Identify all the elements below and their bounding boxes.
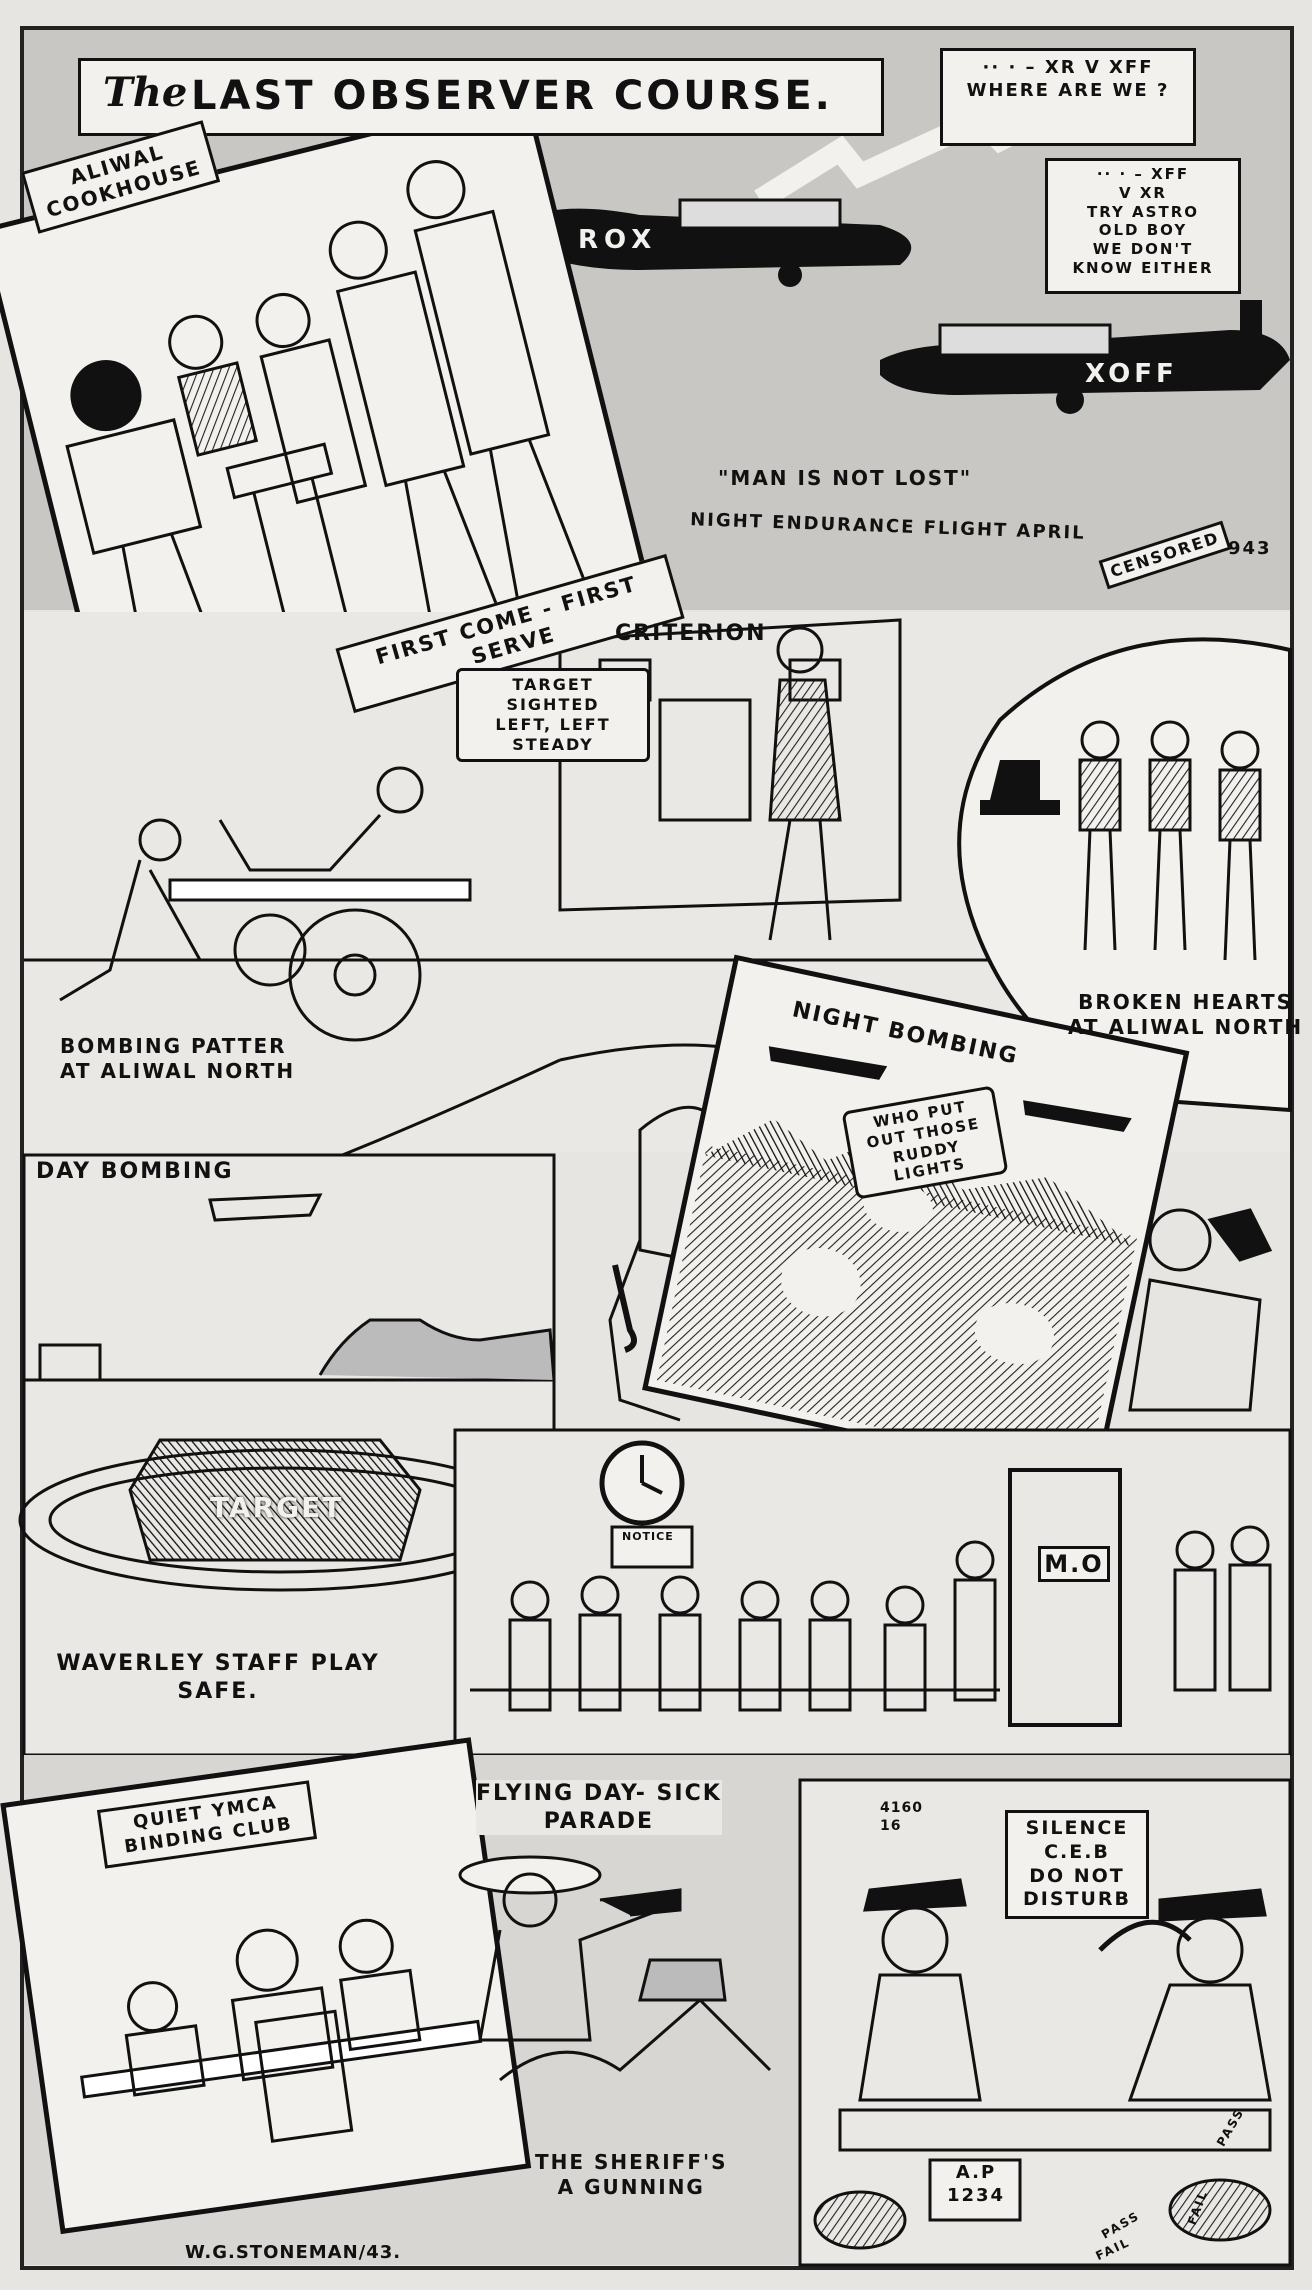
mo-door-sign: M.O [1038,1546,1110,1582]
night-bombing-frame [642,954,1190,1487]
criterion-sign: CRITERION [615,621,767,646]
day-bombing-title: DAY BOMBING [36,1159,234,1184]
sick-parade-caption: FLYING DAY- SICK PARADE [476,1780,722,1835]
radio-code-1: ·· · – XR v XFF [982,57,1154,78]
sheriff-sketch [458,1855,772,2082]
artist-signature: W.G.STONEMAN/43. [185,2242,402,2263]
bomb-trolley-sketch [59,766,472,1042]
notice-board [610,1525,694,1569]
ceb-officers-sketch [813,1878,1272,2250]
target-sighted-bubble: TARGET SIGHTED LEFT, LEFT STEADY [456,668,650,762]
broken-hearts-circle [957,637,1292,1113]
radio-message-2: ·· · – XFF v XR TRY ASTRO OLD BOY WE DON… [1045,158,1241,294]
observer-binoculars-sketch [1128,1208,1273,1412]
sick-parade-panel [453,1428,1292,1757]
bombing-patter-caption: BOMBING PATTER AT ALIWAL NORTH [60,1034,296,1083]
silence-ceb-sign: SILENCE C.E.B DO NOT DISTURB [1005,1810,1149,1919]
ap-book-label: A.P 1234 [946,2162,1006,2206]
plane-label-rox: ROX [578,225,658,255]
title-banner: The LAST OBSERVER COURSE. [78,58,884,136]
radio-code-2: ·· · – XFF v XR [1096,165,1190,202]
radio-text-1: WHERE ARE WE ? [966,79,1170,101]
plane-xoff-sketch [880,300,1290,414]
radio-text-2: TRY ASTRO OLD BOY WE DON'T KNOW EITHER [1072,202,1214,277]
sheriff-caption: THE SHERIFF'S A GUNNING [535,2150,728,2199]
notice-label: NOTICE [622,1530,674,1543]
title-prefix: The [103,69,188,116]
waverley-caption: WAVERLEY STAFF PLAY SAFE. [56,1651,380,1704]
sick-parade-men [470,1525,1272,1712]
ceb-note: 4160 16 [880,1800,923,1834]
page-title: LAST OBSERVER COURSE. [191,73,833,119]
mo-door [1008,1468,1122,1727]
radio-message-1: ·· · – XR v XFF WHERE ARE WE ? [940,48,1196,146]
broken-hearts-caption: BROKEN HEARTS AT ALIWAL NORTH [1068,990,1304,1039]
target-label: TARGET [210,1491,344,1524]
plane-label-xoff: XOFF [1085,359,1178,389]
endurance-year: 943 [1228,538,1272,559]
clock-icon [599,1440,685,1526]
page-border [20,26,1294,2270]
woman-walking-sketch [768,626,842,941]
endurance-quote: "MAN IS NOT LOST" [718,466,973,490]
criterion-building-sketch [24,618,1000,962]
